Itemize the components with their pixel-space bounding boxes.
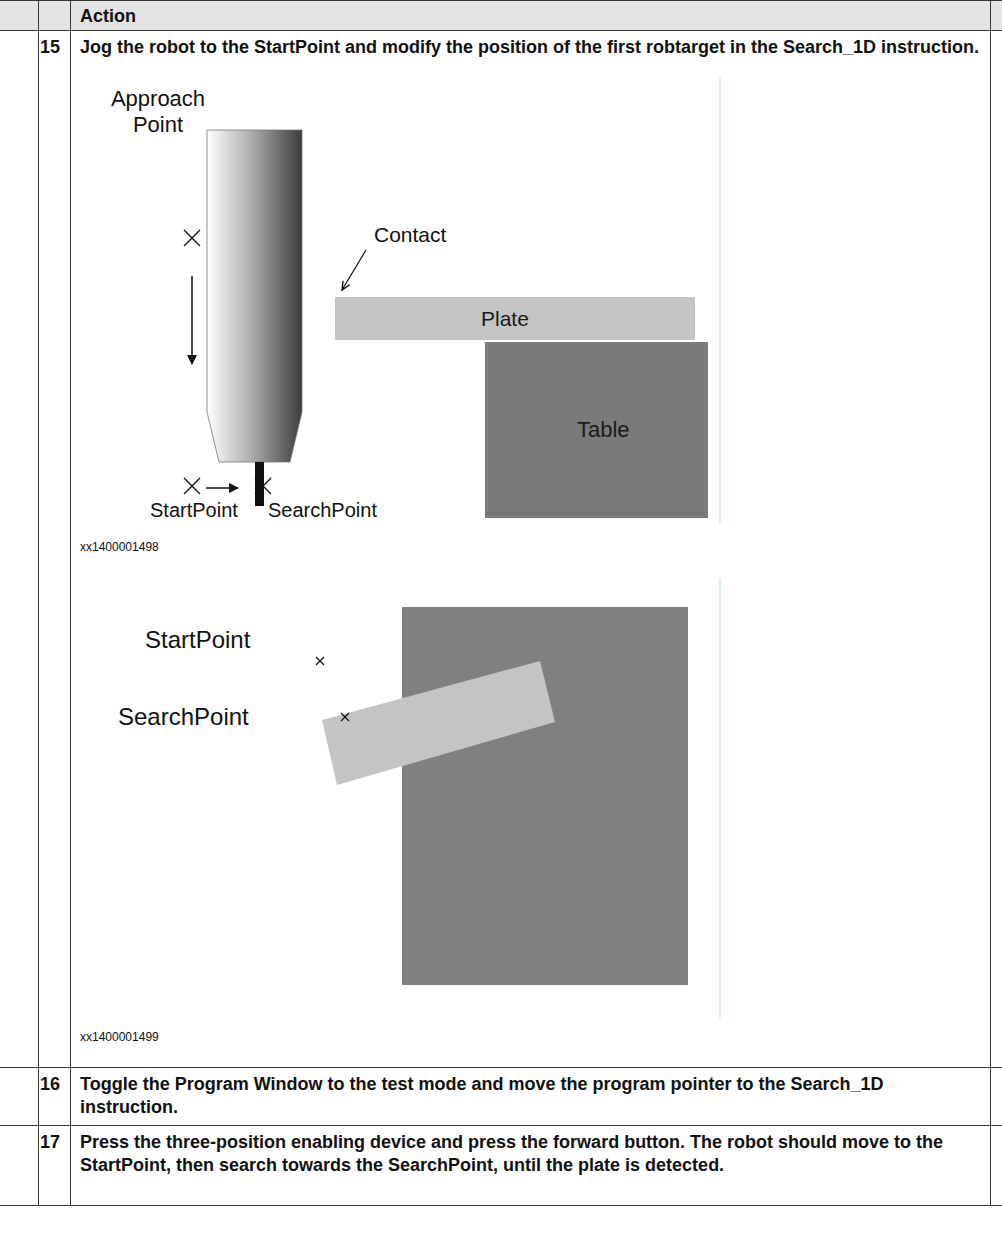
figure-top-view — [322, 578, 720, 1018]
table-shape — [402, 607, 688, 985]
contact-leader — [342, 250, 366, 290]
step-number: 16 — [40, 1073, 70, 1095]
table-shape-label: Table — [485, 342, 708, 518]
rule — [70, 0, 71, 1205]
point-cross — [316, 657, 324, 665]
step-text: Toggle the Program Window to the test mo… — [80, 1073, 980, 1119]
plate-shape-label: Plate — [335, 297, 695, 340]
point-cross — [184, 478, 200, 494]
plate-shape — [335, 297, 695, 340]
rule — [0, 1067, 1002, 1068]
point-label: Approach Point — [100, 86, 216, 138]
figure-id: xx1400001498 — [80, 540, 280, 554]
step-text: Jog the robot to the StartPoint and modi… — [80, 36, 980, 59]
shape-text: Table — [577, 417, 630, 443]
rule — [0, 30, 1002, 31]
point-cross — [255, 478, 271, 494]
header-band — [0, 0, 1002, 30]
figure-side-view — [192, 78, 720, 525]
point-label: SearchPoint — [268, 498, 398, 522]
point-label: SearchPoint — [118, 702, 318, 731]
table-shape — [485, 342, 708, 518]
step-number: 15 — [40, 36, 70, 58]
frame-edge — [720, 78, 721, 525]
point-cross — [184, 230, 200, 246]
tool-rod — [255, 462, 264, 506]
shape-text: Plate — [481, 307, 529, 331]
point-cross — [341, 713, 349, 721]
approach-arrow — [191, 276, 193, 364]
table-grid — [0, 0, 1002, 1206]
rule — [0, 1205, 1002, 1206]
rule — [0, 1125, 1002, 1126]
rule — [38, 0, 39, 1205]
plate-shape — [322, 661, 555, 785]
point-label: StartPoint — [145, 625, 305, 654]
frame-edge — [720, 578, 721, 1018]
figure-id: xx1400001499 — [80, 1030, 280, 1044]
rule — [0, 0, 1002, 1]
step-text: Press the three-position enabling device… — [80, 1131, 980, 1177]
point-label: StartPoint — [150, 498, 260, 522]
tool-body — [207, 130, 302, 462]
contact-label: Contact — [374, 222, 484, 247]
rule — [990, 0, 991, 1205]
search-arrow — [206, 487, 238, 489]
step-number: 17 — [40, 1131, 70, 1153]
column-heading: Action — [80, 5, 280, 27]
